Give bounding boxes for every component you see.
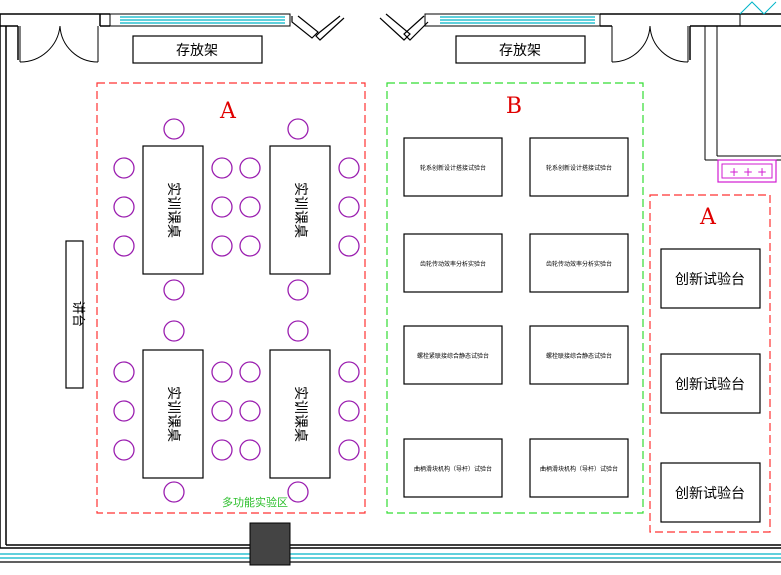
chair — [338, 439, 360, 461]
magenta-fixture: + + + — [717, 159, 777, 183]
innovation-station: 创新试验台 — [660, 462, 761, 523]
chair — [239, 196, 261, 218]
table-label: 实训课桌 — [292, 182, 308, 238]
shelf-left: 存放架 — [132, 35, 263, 64]
chair — [338, 400, 360, 422]
shelf-label: 存放架 — [176, 43, 218, 59]
station-label: 轮系创新设计搭接试验台 — [546, 164, 612, 172]
chair — [163, 320, 185, 342]
training-table: 实训课桌 — [142, 349, 204, 479]
training-table: 实训课桌 — [269, 349, 331, 479]
b-station: 齿轮传动效率分析实验台 — [529, 233, 629, 293]
b-station: 轮系创新设计搭接试验台 — [529, 137, 629, 197]
station-label: 螺栓紧联接综合静态试验台 — [417, 352, 489, 360]
zone-letter: B — [506, 94, 522, 119]
chair — [287, 279, 309, 301]
chair — [338, 361, 360, 383]
chair — [163, 118, 185, 140]
svg-text:+: + — [729, 165, 739, 179]
b-station: 轮系创新设计搭接试验台 — [403, 137, 503, 197]
chair — [113, 361, 135, 383]
chair — [338, 235, 360, 257]
chair — [211, 157, 233, 179]
b-station: 曲柄滑块机构（导杆）试验台 — [529, 438, 629, 498]
chair — [338, 157, 360, 179]
chair — [239, 361, 261, 383]
chair — [239, 400, 261, 422]
innovation-station: 创新试验台 — [660, 248, 761, 309]
training-table: 实训课桌 — [269, 145, 331, 275]
zone-a-right: A — [649, 194, 771, 533]
chair — [287, 320, 309, 342]
chair — [287, 118, 309, 140]
chair — [113, 196, 135, 218]
station-label: 曲柄滑块机构（导杆）试验台 — [540, 465, 618, 473]
chair — [211, 361, 233, 383]
podium-label: 讲台 — [70, 301, 85, 327]
table-label: 实训课桌 — [292, 386, 308, 442]
chair — [338, 196, 360, 218]
entrance-mat — [249, 522, 291, 566]
table-label: 实训课桌 — [165, 182, 181, 238]
station-label: 创新试验台 — [675, 486, 745, 502]
bottom-window — [0, 553, 781, 563]
station-label: 创新试验台 — [675, 377, 745, 393]
shelf-right: 存放架 — [455, 35, 586, 64]
chair — [211, 400, 233, 422]
svg-text:+: + — [757, 165, 767, 179]
zone-letter: A — [699, 205, 717, 230]
chair — [113, 400, 135, 422]
shelf-label: 存放架 — [499, 43, 541, 59]
chair — [211, 439, 233, 461]
station-label: 创新试验台 — [675, 272, 745, 288]
door-top-left — [19, 25, 99, 63]
station-label: 齿轮传动效率分析实验台 — [420, 260, 486, 268]
chair — [163, 279, 185, 301]
top-window-right — [424, 13, 601, 27]
walls — [0, 13, 781, 549]
b-station: 曲柄滑块机构（导杆）试验台 — [403, 438, 503, 498]
svg-text:+: + — [743, 165, 753, 179]
chair — [239, 157, 261, 179]
innovation-station: 创新试验台 — [660, 353, 761, 414]
zone-a-left: A 多功能实验区 — [96, 82, 366, 514]
top-window-left — [109, 13, 291, 27]
zone-b: B — [386, 82, 644, 514]
station-label: 螺栓联接综合静态试验台 — [546, 352, 612, 360]
chair — [239, 439, 261, 461]
chair — [113, 235, 135, 257]
b-station: 齿轮传动效率分析实验台 — [403, 233, 503, 293]
chair — [287, 481, 309, 503]
station-label: 齿轮传动效率分析实验台 — [546, 260, 612, 268]
chair — [211, 235, 233, 257]
chair — [211, 196, 233, 218]
station-label: 曲柄滑块机构（导杆）试验台 — [414, 465, 492, 473]
chair — [163, 481, 185, 503]
b-station: 螺栓联接综合静态试验台 — [529, 325, 629, 385]
door-top-right — [611, 25, 689, 63]
chair — [113, 157, 135, 179]
podium: 讲台 — [65, 240, 85, 389]
table-label: 实训课桌 — [165, 386, 181, 442]
b-station: 螺栓紧联接综合静态试验台 — [403, 325, 503, 385]
zone-letter: A — [219, 99, 237, 124]
double-door-center — [291, 13, 429, 41]
station-label: 轮系创新设计搭接试验台 — [420, 164, 486, 172]
chair — [239, 235, 261, 257]
training-table: 实训课桌 — [142, 145, 204, 275]
chairs — [113, 118, 360, 503]
zone-caption: 多功能实验区 — [222, 495, 288, 509]
chair — [113, 439, 135, 461]
